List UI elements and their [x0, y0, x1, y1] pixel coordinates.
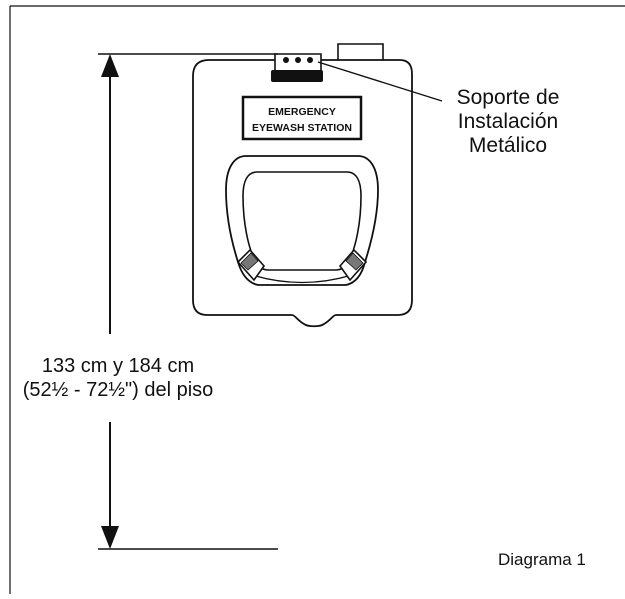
callout-line-2: Instalación	[457, 110, 559, 133]
dimension-line-2: (52½ - 72½") del piso	[22, 379, 214, 401]
sign-line-1: EMERGENCY	[268, 106, 336, 118]
fill-cap	[337, 43, 384, 60]
eyewash-sign: EMERGENCY EYEWASH STATION	[241, 95, 363, 141]
metal-mounting-bracket	[271, 53, 323, 82]
bracket-leader-line	[317, 61, 443, 102]
diagram-caption: Diagrama 1	[498, 550, 586, 569]
dimension-line-1: 133 cm y 184 cm	[41, 355, 195, 377]
height-reference-lines	[98, 53, 278, 550]
left-nozzle	[236, 248, 266, 282]
callout-line-1: Soporte de	[456, 86, 560, 109]
sign-line-2: EYEWASH STATION	[252, 122, 352, 134]
eyewash-basin	[225, 155, 379, 286]
arrowhead-up	[101, 54, 119, 77]
page-frame	[9, 5, 625, 594]
right-nozzle	[338, 248, 368, 282]
callout-line-3: Metálico	[468, 134, 548, 157]
arrowhead-down	[101, 526, 119, 549]
height-dimension-arrow	[101, 54, 119, 549]
bracket-callout: Soporte de Instalación Metálico	[408, 86, 608, 158]
height-dimension-label: 133 cm y 184 cm (52½ - 72½") del piso	[0, 354, 248, 402]
